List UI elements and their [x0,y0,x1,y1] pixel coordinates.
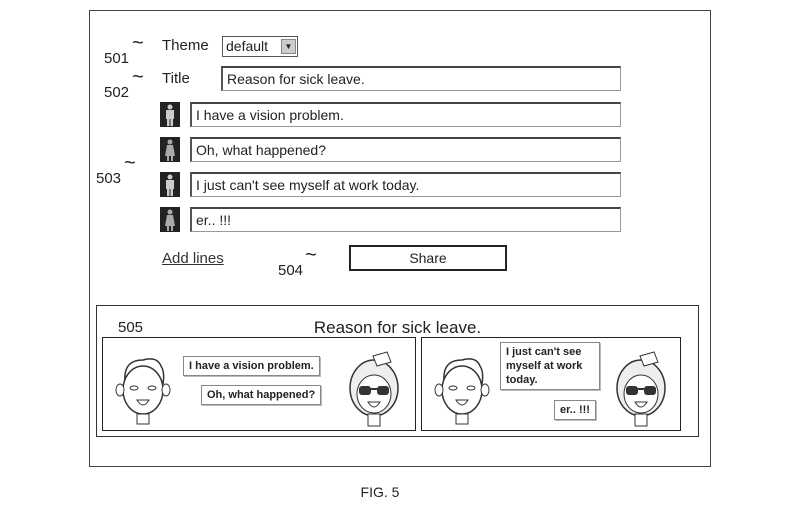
chevron-down-icon[interactable]: ▼ [281,39,296,54]
ref-503: 503 [96,170,122,187]
leader-line: ~ [132,32,144,54]
title-label: Title [162,70,190,87]
male-character [113,352,173,432]
ref-501: 501 [104,50,130,67]
leader-line: ~ [124,152,136,174]
dialogue-line-input[interactable]: I just can't see myself at work today. [190,172,621,197]
ref-504: 504 [278,262,304,279]
dialogue-line-input[interactable]: I have a vision problem. [190,102,621,127]
speech-bubble: I just can't see myself at work today. [500,342,600,390]
female-character [343,348,405,433]
male-speaker-icon[interactable] [160,102,180,127]
theme-label: Theme [162,37,209,54]
theme-select[interactable]: default ▼ [222,36,298,57]
speech-bubble: er.. !!! [554,400,596,420]
dialogue-line-input[interactable]: er.. !!! [190,207,621,232]
ref-505: 505 [118,319,144,336]
comic-panel-1: I have a vision problem. Oh, what happen… [102,337,416,431]
ui-frame [89,10,711,467]
dialogue-line-input[interactable]: Oh, what happened? [190,137,621,162]
male-speaker-icon[interactable] [160,172,180,197]
comic-panel-2: I just can't see myself at work today. e… [421,337,681,431]
figure-label: FIG. 5 [360,484,400,500]
theme-value: default [226,38,269,54]
comic-title: Reason for sick leave. [313,318,482,337]
share-button[interactable]: Share [349,245,507,271]
speech-bubble: Oh, what happened? [201,385,322,405]
male-character [432,352,492,432]
leader-line: ~ [132,66,144,88]
title-input[interactable]: Reason for sick leave. [221,66,621,91]
ref-502: 502 [104,84,130,101]
female-character [610,348,672,433]
speech-bubble: I have a vision problem. [183,356,320,376]
comic-preview: 505 Reason for sick leave. I have a visi… [96,305,699,437]
female-speaker-icon[interactable] [160,207,180,232]
female-speaker-icon[interactable] [160,137,180,162]
leader-line: ~ [305,244,317,266]
add-lines-link[interactable]: Add lines [162,250,224,267]
